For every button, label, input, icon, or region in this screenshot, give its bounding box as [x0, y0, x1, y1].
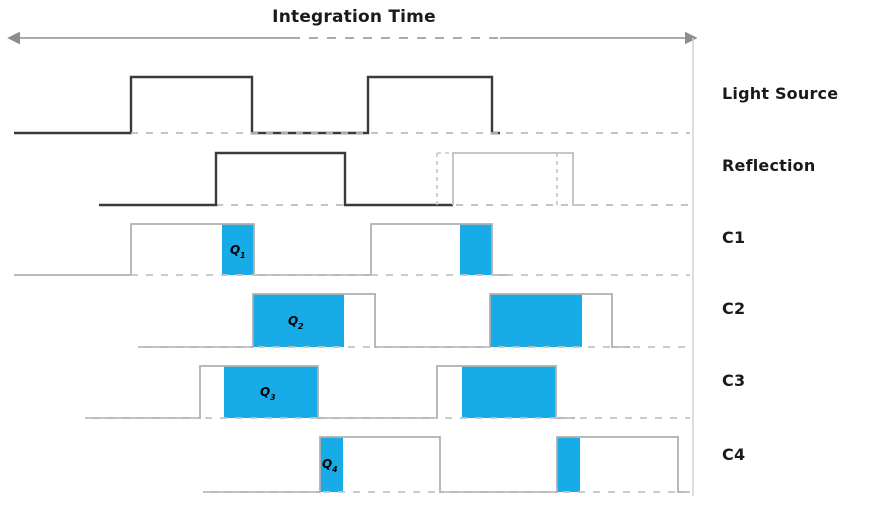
waveform-reflection-ghost	[452, 152, 585, 206]
row-c2: Q 2 C2	[138, 293, 745, 348]
charge-fill-q4-b	[557, 437, 580, 492]
charge-label-q2-sub: 2	[298, 322, 304, 331]
charge-fill-q4-a	[320, 437, 343, 492]
row-label-c2: C2	[722, 299, 745, 318]
waveform-c4	[203, 436, 690, 493]
waveform-c2	[138, 293, 630, 348]
charge-fill-q2-a	[253, 294, 344, 347]
charge-fill-q3-a	[224, 366, 318, 418]
row-label-light-source: Light Source	[722, 84, 838, 103]
waveform-c1	[14, 223, 510, 276]
page-title: Integration Time	[272, 7, 436, 27]
charge-fill-q3-b	[462, 366, 556, 418]
charge-label-q2: Q	[288, 314, 298, 328]
charge-label-q3: Q	[260, 385, 270, 399]
charge-label-q1-sub: 1	[240, 251, 246, 260]
row-reflection: Reflection	[99, 151, 815, 207]
waveform-c3	[85, 365, 575, 419]
charge-label-q4-sub: 4	[331, 465, 338, 474]
row-label-c1: C1	[722, 228, 745, 247]
row-c1: Q 1 C1	[14, 223, 745, 276]
charge-label-q1: Q	[230, 243, 240, 257]
row-c3: Q 3 C3	[85, 365, 745, 419]
charge-label-q3-sub: 3	[270, 393, 276, 402]
row-c4: Q 4 C4	[203, 436, 745, 493]
row-light-source: Light Source	[14, 75, 838, 135]
charge-fill-q2-b	[490, 294, 582, 347]
charge-fill-q1-b	[460, 224, 492, 275]
row-label-c3: C3	[722, 371, 745, 390]
row-label-c4: C4	[722, 445, 745, 464]
waveform-reflection-solid	[99, 151, 453, 207]
waveform-light-source	[14, 75, 500, 135]
charge-fill-q1-a	[222, 224, 254, 275]
row-label-reflection: Reflection	[722, 156, 815, 175]
charge-label-q4: Q	[322, 457, 332, 471]
